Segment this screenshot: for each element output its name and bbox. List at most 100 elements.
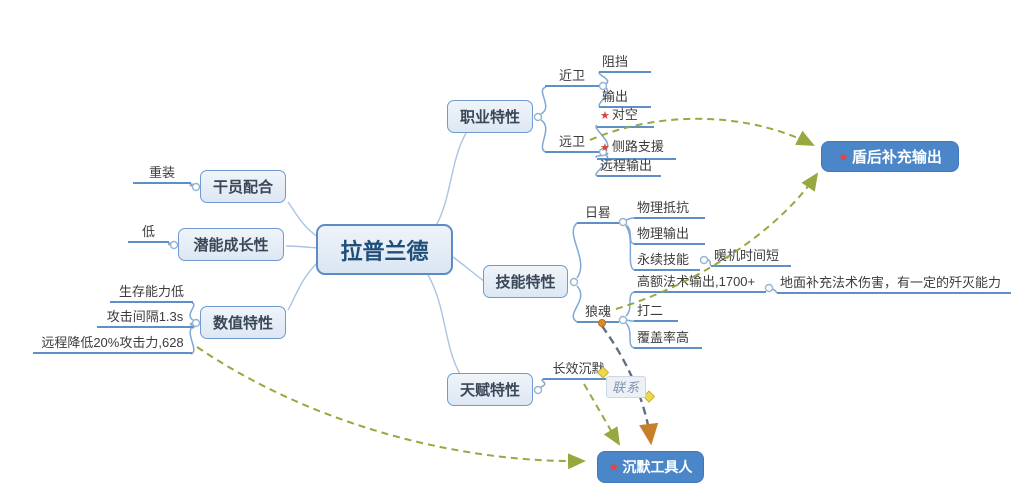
float-label: 盾后补充输出 <box>851 149 942 166</box>
edge-root-career <box>435 132 467 227</box>
arrow-silence-to-silence-tool <box>583 383 621 446</box>
edge-root-potential <box>285 245 319 249</box>
edge-sundial-physres <box>625 217 635 221</box>
priority-star-icon: ★ <box>608 460 620 474</box>
relationship-control-handle[interactable] <box>596 366 610 379</box>
topic-label: 天赋特性 <box>459 382 520 399</box>
arrow-stats-to-silence-tool <box>196 346 586 470</box>
node-phys-res[interactable]: 物理抵抗 <box>634 200 705 219</box>
leaf-label: 对空 <box>611 107 638 122</box>
node-skill1-sundial[interactable]: 日晷 <box>577 205 619 224</box>
relationship-label[interactable]: 联系 <box>606 376 647 398</box>
relationship-endpoint-handle[interactable] <box>598 319 606 327</box>
arrow-rangedguard-to-shield-dps <box>589 117 815 146</box>
leaf-label: 覆盖率高 <box>637 330 690 345</box>
node-long-silence[interactable]: 长效沉默 <box>543 361 614 380</box>
node-output[interactable]: 输出 <box>599 89 651 108</box>
topic-label: 干员配合 <box>212 179 273 196</box>
collapse-button[interactable] <box>598 147 608 157</box>
leaf-label: 近卫 <box>558 68 585 83</box>
leaf-label: 高额法术输出,1700+ <box>637 274 756 289</box>
edge-root-stats <box>287 261 319 311</box>
leaf-label: 日晷 <box>584 205 611 220</box>
leaf-label: 永续技能 <box>637 252 690 267</box>
node-coverage[interactable]: 覆盖率高 <box>634 330 702 349</box>
edge-stats-rangedpenalty <box>189 325 195 355</box>
leaf-label: 生存能力低 <box>118 284 184 299</box>
leaf-label: 狼魂 <box>584 304 611 319</box>
node-skill2-wolf-soul[interactable]: 狼魂 <box>577 304 619 323</box>
topic-potential[interactable]: 潜能成长性 <box>178 228 284 261</box>
edge-wolf-hittwo <box>625 319 635 322</box>
node-low[interactable]: 低 <box>128 224 169 243</box>
root-node-lappland[interactable]: 拉普兰德 <box>316 224 453 275</box>
node-ranged-guard[interactable]: 远卫 <box>545 134 599 153</box>
topic-label: 技能特性 <box>495 274 556 291</box>
edge-root-opcombo <box>287 201 319 238</box>
node-arts-note[interactable]: 地面补充法术伤害，有一定的歼灭能力 <box>777 275 1011 294</box>
collapse-button[interactable] <box>169 240 179 250</box>
collapse-button[interactable] <box>191 182 201 192</box>
edge-root-skill <box>452 256 485 282</box>
collapse-button[interactable] <box>764 283 774 293</box>
edge-career-melee <box>540 86 547 115</box>
topic-op-combo[interactable]: 干员配合 <box>200 170 286 203</box>
edge-sundial-perpetual <box>625 225 635 271</box>
leaf-label: 攻击间隔1.3s <box>106 309 184 324</box>
topic-career[interactable]: 职业特性 <box>447 100 533 133</box>
node-survival-low[interactable]: 生存能力低 <box>110 284 193 303</box>
node-phys-out[interactable]: 物理输出 <box>634 226 705 245</box>
leaf-label: 阻挡 <box>602 54 629 69</box>
edge-opcombo-heavy <box>189 183 194 187</box>
topic-talent[interactable]: 天赋特性 <box>447 373 533 406</box>
node-perpetual-skill[interactable]: 永续技能 <box>634 252 700 271</box>
node-ranged-output[interactable]: 远程输出 <box>597 158 661 177</box>
topic-label: 数值特性 <box>212 315 273 332</box>
leaf-label: 重装 <box>148 165 175 180</box>
leaf-label: 长效沉默 <box>552 361 605 376</box>
edge-talent-silence <box>540 378 546 388</box>
node-block[interactable]: 阻挡 <box>599 54 651 73</box>
topic-skill[interactable]: 技能特性 <box>483 265 568 298</box>
node-warmup-short[interactable]: 暖机时间短 <box>711 248 791 267</box>
topic-stats[interactable]: 数值特性 <box>200 306 286 339</box>
collapse-button[interactable] <box>533 112 543 122</box>
collapse-button[interactable] <box>533 385 543 395</box>
node-arts-burst[interactable]: 高额法术输出,1700+ <box>634 274 766 293</box>
node-melee[interactable]: 近卫 <box>545 68 599 87</box>
node-silence-tool[interactable]: ★ 沉默工具人 <box>597 451 704 483</box>
collapse-button[interactable] <box>569 277 579 287</box>
topic-label: 职业特性 <box>459 109 520 126</box>
leaf-label: 远程降低20%攻击力,628 <box>41 335 184 350</box>
topic-label: 潜能成长性 <box>193 237 269 254</box>
collapse-button[interactable] <box>618 217 628 227</box>
edge-wolf-artsburst <box>625 291 635 317</box>
node-heavy-defender[interactable]: 重装 <box>133 165 191 184</box>
edge-potential-low <box>167 242 172 246</box>
priority-star-icon: ★ <box>838 149 849 164</box>
node-flank-support[interactable]: ★侧路支援 <box>597 139 676 160</box>
node-ranged-penalty[interactable]: 远程降低20%攻击力,628 <box>33 335 192 354</box>
node-shield-dps[interactable]: ★ 盾后补充输出 <box>821 141 959 172</box>
leaf-label: 输出 <box>602 89 629 104</box>
leaf-label: 远程输出 <box>600 158 653 173</box>
leaf-label: 暖机时间短 <box>714 248 780 263</box>
leaf-label: 侧路支援 <box>611 139 664 154</box>
collapse-button[interactable] <box>191 318 201 328</box>
collapse-button[interactable] <box>598 81 608 91</box>
edge-stats-atkinterval <box>189 322 195 329</box>
priority-star-icon: ★ <box>600 110 610 122</box>
leaf-label: 远卫 <box>558 134 585 149</box>
collapse-button[interactable] <box>699 255 709 265</box>
collapse-button[interactable] <box>618 315 628 325</box>
node-atk-interval[interactable]: 攻击间隔1.3s <box>97 309 193 328</box>
leaf-label: 物理抵抗 <box>637 200 690 215</box>
edge-wolf-coverage <box>625 322 635 349</box>
node-hit-two[interactable]: 打二 <box>634 303 678 322</box>
edge-skill-sundial <box>572 222 582 279</box>
leaf-label: 物理输出 <box>637 226 690 241</box>
edge-career-rangedguard <box>540 119 547 153</box>
edge-rangedguard-rangedout <box>595 154 609 177</box>
